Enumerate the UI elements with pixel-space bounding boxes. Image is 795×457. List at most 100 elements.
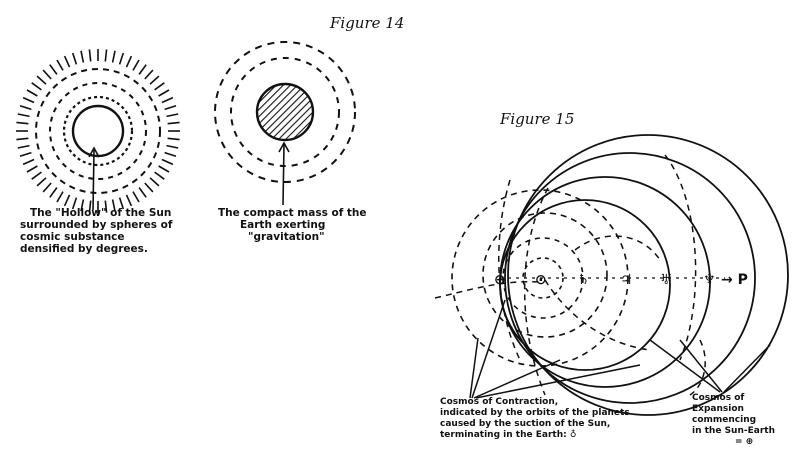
cosmos-diagram: ⊕ ⊙ ♄ ♃ ♅ ♆ → P bbox=[434, 134, 789, 416]
sun-ray-tick bbox=[17, 113, 30, 118]
expansion-label-line-1: Cosmos of bbox=[692, 393, 744, 403]
earth-gravity-ring-2 bbox=[214, 41, 356, 183]
contraction-label: Cosmos of Contraction, indicated by the … bbox=[440, 397, 630, 440]
sun-ray-tick bbox=[167, 137, 180, 141]
sun-ray-tick bbox=[49, 187, 58, 198]
sun-label-line-4: densified by degrees. bbox=[20, 243, 148, 255]
suction-curve-left bbox=[434, 280, 541, 299]
sun-ray-tick bbox=[144, 69, 154, 80]
suction-curve-lower-right bbox=[689, 339, 706, 396]
sun-ray-tick bbox=[88, 200, 92, 213]
contraction-label-line-3: caused by the suction of the Sun, bbox=[440, 419, 610, 429]
sun-ray-tick bbox=[31, 82, 42, 91]
earth-mass-figure bbox=[214, 41, 356, 206]
suction-curve-2 bbox=[523, 187, 549, 396]
earth-label-line-3: "gravitation" bbox=[248, 231, 325, 243]
sun-ray-tick bbox=[138, 64, 147, 75]
sun-ray-tick bbox=[36, 75, 47, 85]
saturn-symbol: ♄ bbox=[577, 272, 590, 288]
sun-ray-tick bbox=[158, 89, 170, 97]
earth-label: The compact mass of the Earth exerting "… bbox=[218, 207, 367, 243]
sun-ray-tick bbox=[161, 96, 174, 104]
contraction-pointer-4 bbox=[475, 364, 641, 399]
sun-ray-tick bbox=[138, 187, 147, 198]
neptune-symbol: ♆ bbox=[703, 272, 716, 288]
sun-ray-tick bbox=[71, 52, 78, 65]
sun-sphere-3 bbox=[35, 68, 161, 194]
sun-ray-tick bbox=[166, 144, 179, 149]
sun-ray-tick bbox=[111, 50, 116, 63]
contraction-pointer-1 bbox=[469, 337, 479, 399]
expansion-label-line-2: Expansion bbox=[692, 404, 744, 414]
sun-label: The "Hollow" of the Sun surrounded by sp… bbox=[20, 207, 173, 255]
suction-curve-top bbox=[574, 235, 661, 261]
earth-symbol: ⊕ bbox=[494, 272, 506, 288]
earth-pointer-arrowhead bbox=[278, 141, 290, 153]
sun-ray-tick bbox=[158, 165, 170, 173]
sun-ray-tick bbox=[17, 144, 30, 149]
sun-symbol: ⊙ bbox=[535, 272, 547, 288]
sun-ray-tick bbox=[19, 151, 32, 158]
sun-label-line-1: The "Hollow" of the Sun bbox=[30, 207, 171, 219]
sun-ray-tick bbox=[63, 55, 71, 68]
sun-ray-tick bbox=[19, 104, 32, 111]
expansion-orbit-1 bbox=[499, 199, 671, 371]
sun-ray-tick bbox=[56, 59, 64, 71]
sun-ray-tick bbox=[161, 158, 174, 166]
sun-ray-tick bbox=[149, 75, 160, 85]
contraction-pointer-3 bbox=[473, 359, 561, 399]
earth-label-line-1: The compact mass of the bbox=[218, 207, 367, 219]
sun-ray-tick bbox=[56, 191, 64, 203]
sun-ray-tick bbox=[31, 171, 42, 180]
contraction-label-line-1: Cosmos of Contraction, bbox=[440, 397, 558, 407]
sun-ray-tick bbox=[49, 64, 58, 75]
sun-label-line-2: surrounded by spheres of bbox=[20, 219, 173, 231]
sun-sphere-1 bbox=[62, 95, 134, 167]
sun-ray-tick bbox=[36, 177, 47, 187]
contraction-pointer-2 bbox=[471, 299, 506, 399]
sun-hollow bbox=[71, 104, 125, 158]
contraction-orbit-3 bbox=[482, 212, 608, 338]
sun-ray-tick bbox=[26, 165, 38, 173]
sun-ray-tick bbox=[42, 182, 52, 193]
sun-ray-tick bbox=[26, 89, 38, 97]
expansion-label: Cosmos of Expansion commencing in the Su… bbox=[692, 393, 775, 447]
expansion-label-line-4: in the Sun-Earth bbox=[692, 426, 775, 436]
expansion-label-line-5: = ⊕ bbox=[735, 437, 753, 447]
sun-ray-tick bbox=[125, 55, 133, 68]
sun-ray-tick bbox=[111, 199, 116, 212]
earth-pointer-line bbox=[282, 143, 285, 206]
sun-ray-tick bbox=[80, 199, 85, 212]
sun-ray-tick bbox=[88, 49, 92, 62]
sun-ray-tick bbox=[71, 197, 78, 210]
sun-ray-tick bbox=[118, 197, 125, 210]
sun-sphere-2 bbox=[49, 82, 147, 180]
expansion-orbit-3 bbox=[504, 152, 756, 404]
suction-curve-inner bbox=[544, 279, 651, 351]
sun-ray-tick bbox=[167, 121, 180, 125]
sun-ray-tick bbox=[166, 113, 179, 118]
sun-ray-tick bbox=[149, 177, 160, 187]
sun-ray-tick bbox=[154, 82, 165, 91]
sun-ray-tick bbox=[164, 151, 177, 158]
expansion-orbit-4 bbox=[507, 134, 789, 416]
sun-pointer-line bbox=[92, 149, 95, 211]
sun-ray-tick bbox=[118, 52, 125, 65]
sun-ray-tick bbox=[80, 50, 85, 63]
sun-ray-tick bbox=[144, 182, 154, 193]
sun-ray-tick bbox=[22, 96, 35, 104]
expansion-pointer-1 bbox=[649, 339, 721, 393]
figure15-caption: Figure 15 bbox=[499, 110, 574, 128]
earth-compact-mass bbox=[255, 82, 315, 142]
sun-ray-tick bbox=[154, 171, 165, 180]
suction-curve-right bbox=[664, 154, 697, 361]
expansion-pointer-2 bbox=[679, 339, 723, 393]
expansion-label-line-3: commencing bbox=[692, 415, 756, 425]
sun-ray-tick bbox=[63, 194, 71, 207]
expansion-pointer-3 bbox=[723, 344, 771, 393]
sun-ray-tick bbox=[16, 137, 29, 141]
sun-ray-tick bbox=[132, 191, 140, 203]
contraction-label-line-2: indicated by the orbits of the planets bbox=[440, 408, 630, 418]
